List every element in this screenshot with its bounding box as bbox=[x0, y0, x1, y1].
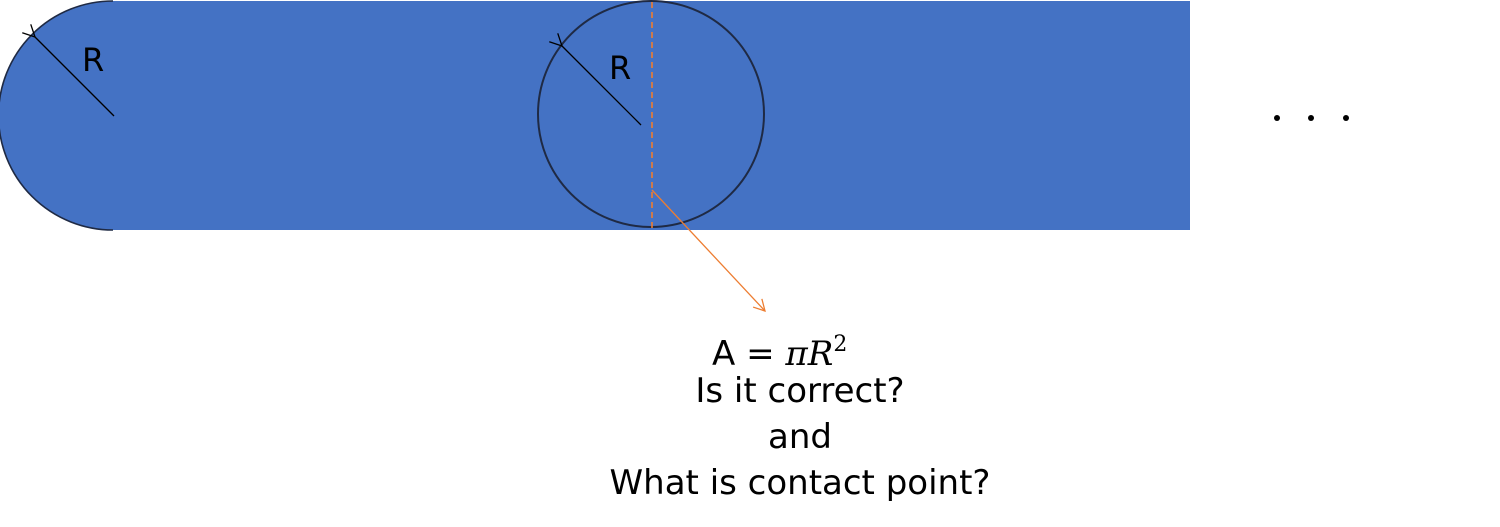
formula-lhs: A bbox=[712, 334, 736, 374]
ellipsis bbox=[1274, 115, 1349, 121]
strip-shape bbox=[0, 1, 1190, 230]
area-formula: A = πR2 bbox=[712, 322, 847, 377]
strip-end-outline bbox=[0, 0, 114, 231]
formula-exponent: 2 bbox=[833, 332, 848, 357]
inner-circle bbox=[537, 0, 765, 228]
question-line-2: and bbox=[768, 417, 832, 457]
left-radius-label: R bbox=[82, 41, 104, 79]
question-line-1: Is it correct? bbox=[695, 371, 905, 411]
circle-radius-label: R bbox=[609, 49, 631, 87]
left-radius-arrow bbox=[35, 37, 115, 117]
formula-rhs: πR bbox=[785, 334, 834, 374]
circle-radius-arrow bbox=[562, 46, 642, 126]
formula-equals: = bbox=[746, 334, 775, 374]
pointer-arrow bbox=[651, 189, 766, 312]
question-line-3: What is contact point? bbox=[609, 463, 991, 503]
